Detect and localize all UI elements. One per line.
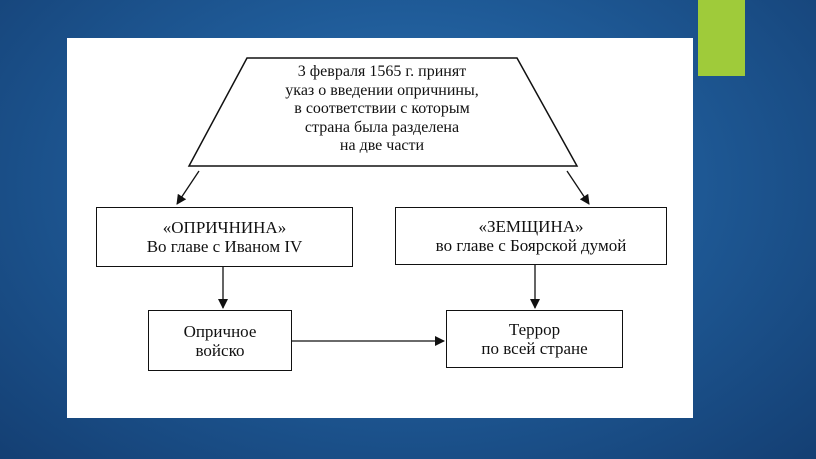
terror-line1: Террор <box>508 320 561 339</box>
decree-line: указ о введении опричнины, <box>285 81 479 99</box>
zemshchina-subtitle: во главе с Боярской думой <box>435 236 627 255</box>
army-line1: Опричное <box>183 321 257 341</box>
army-line2: войско <box>195 340 245 360</box>
diagram-card: 3 февраля 1565 г. принят указ о введении… <box>67 38 693 418</box>
arrow-to-zemshchina <box>566 170 590 205</box>
oprichnina-subtitle: Во главе с Иваном IV <box>146 237 303 256</box>
zemshchina-box: «ЗЕМЩИНА» во главе с Боярской думой <box>395 207 667 265</box>
decree-line: страна была разделена <box>304 118 460 136</box>
arrow-to-oprichnina <box>176 170 200 205</box>
decree-line: на две части <box>339 137 425 154</box>
oprichnina-box: «ОПРИЧНИНА» Во главе с Иваном IV <box>96 207 353 267</box>
zemshchina-title: «ЗЕМЩИНА» <box>478 217 584 236</box>
oprichnina-title: «ОПРИЧНИНА» <box>162 218 287 237</box>
decree-text: 3 февраля 1565 г. принят указ о введении… <box>247 63 517 156</box>
decree-line: в соответствии с которым <box>294 100 470 117</box>
army-box: Опричное войско <box>148 310 292 371</box>
terror-line2: по всей стране <box>481 339 588 358</box>
decree-line: 3 февраля 1565 г. принят <box>297 63 467 80</box>
connectors <box>176 57 590 346</box>
accent-bar <box>698 0 745 76</box>
terror-box: Террор по всей стране <box>446 310 623 368</box>
decree-trapezoid <box>187 57 579 167</box>
